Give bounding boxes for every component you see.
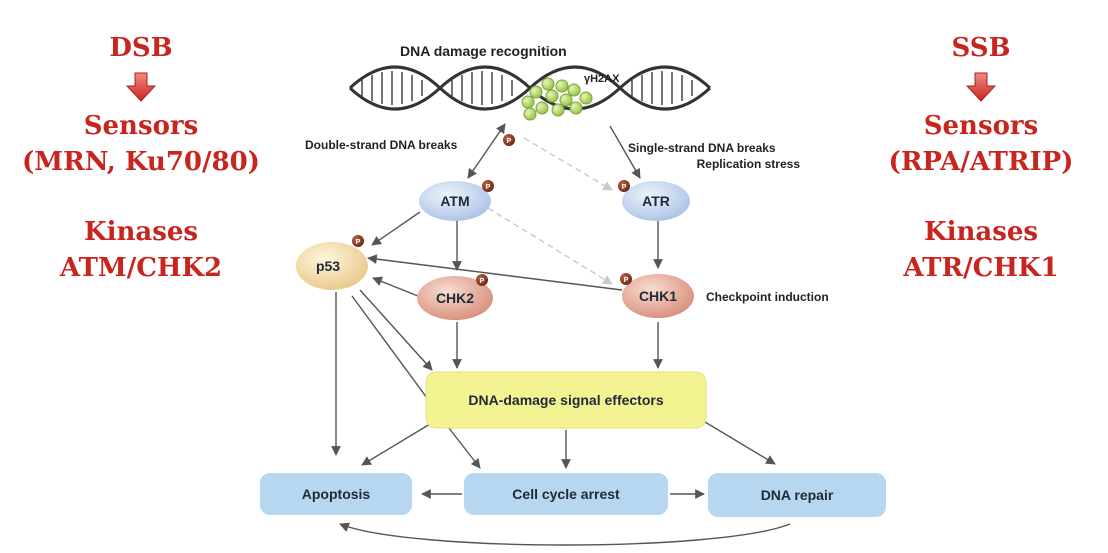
dashed-arrows <box>487 137 613 285</box>
dsb-label: DSB <box>109 33 173 63</box>
svg-text:P: P <box>507 138 512 145</box>
atm-node: ATM <box>419 181 491 221</box>
right-sensors-title: Sensors <box>923 111 1039 141</box>
svg-text:CHK2: CHK2 <box>436 290 474 306</box>
p53-node: p53 <box>296 242 368 290</box>
down-arrow-icon <box>966 72 996 102</box>
atr-node: ATR <box>622 181 690 221</box>
left-sensors-title: Sensors <box>83 111 199 141</box>
svg-text:Apoptosis: Apoptosis <box>302 486 371 502</box>
right-sensors-detail: (RPA/ATRIP) <box>888 147 1074 177</box>
down-arrow-icon <box>126 72 156 102</box>
dna-helix <box>348 65 712 111</box>
diagram-title: DNA damage recognition <box>400 43 567 59</box>
left-kinases-title: Kinases <box>83 217 199 247</box>
right-kinases-title: Kinases <box>923 217 1039 247</box>
svg-text:ATM: ATM <box>440 193 469 209</box>
pathway-arrows <box>331 123 791 546</box>
svg-text:DNA-damage signal effectors: DNA-damage signal effectors <box>468 392 663 408</box>
svg-text:P: P <box>622 184 627 191</box>
h2ax-cluster <box>521 77 593 121</box>
effectors-box: DNA-damage signal effectors <box>425 371 707 429</box>
h2ax-label: γH2AX <box>584 73 620 85</box>
checkpoint-label: Checkpoint induction <box>706 290 829 304</box>
apoptosis-box: Apoptosis <box>260 473 412 515</box>
svg-text:CHK1: CHK1 <box>639 288 677 304</box>
right-panel: SSB Sensors (RPA/ATRIP) Kinases ATR/CHK1 <box>856 30 1106 286</box>
dsb-diagram-label: Double-strand DNA breaks <box>305 138 458 152</box>
left-sensors-detail: (MRN, Ku70/80) <box>22 147 260 177</box>
left-kinases-detail: ATM/CHK2 <box>59 253 223 283</box>
svg-text:P: P <box>480 278 485 285</box>
ssb-diagram-label-1: Single-strand DNA breaks <box>628 141 776 155</box>
ssb-diagram-label-2: Replication stress <box>697 157 801 171</box>
ssb-label: SSB <box>951 33 1011 63</box>
svg-text:P: P <box>486 184 491 191</box>
chk1-node: CHK1 <box>622 274 694 318</box>
right-kinases-detail: ATR/CHK1 <box>903 253 1059 283</box>
svg-text:ATR: ATR <box>642 193 670 209</box>
svg-text:P: P <box>624 277 629 284</box>
cell-cycle-arrest-box: Cell cycle arrest <box>464 473 668 515</box>
left-panel: DSB Sensors (MRN, Ku70/80) Kinases ATM/C… <box>0 30 282 286</box>
svg-text:Cell cycle arrest: Cell cycle arrest <box>512 486 620 502</box>
phospho-markers: P P P P P P <box>352 134 632 286</box>
svg-text:DNA repair: DNA repair <box>761 487 834 503</box>
svg-text:p53: p53 <box>316 258 340 274</box>
chk2-node: CHK2 <box>417 276 493 320</box>
dna-repair-box: DNA repair <box>708 473 886 517</box>
svg-text:P: P <box>356 239 361 246</box>
